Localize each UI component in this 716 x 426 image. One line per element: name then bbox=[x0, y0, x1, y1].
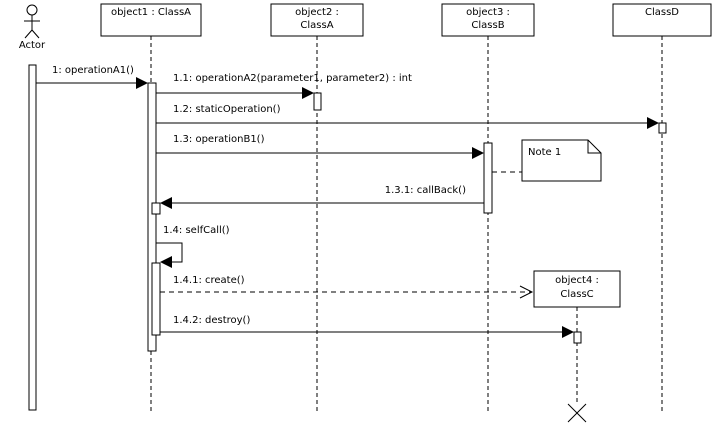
message-1-4-1-arrowhead bbox=[519, 285, 534, 299]
message-1-1-arrowhead bbox=[302, 87, 314, 99]
object1-activation-selfcall bbox=[151, 262, 161, 336]
message-1-1-label: 1.1: operationA2(parameter1, parameter2)… bbox=[173, 73, 412, 84]
message-1-2-label: 1.2: staticOperation() bbox=[173, 104, 281, 115]
message-1-3-1-label: 1.3.1: callBack() bbox=[385, 185, 466, 196]
message-1-3-1-arrowhead bbox=[160, 197, 172, 209]
object4-activation bbox=[573, 331, 582, 344]
object4-destroy-icon bbox=[567, 403, 587, 423]
lifeline-object2-box[interactable] bbox=[270, 3, 364, 37]
message-1-4-2-label: 1.4.2: destroy() bbox=[173, 315, 250, 326]
object1-activation-callback bbox=[151, 202, 161, 215]
object2-activation bbox=[313, 92, 322, 111]
lifeline-object3-label-line1: object3 : bbox=[466, 7, 510, 18]
actor-activation bbox=[28, 64, 37, 411]
lifeline-object1-label: object1 : ClassA bbox=[111, 7, 191, 18]
lifeline-object1-box[interactable] bbox=[100, 3, 202, 37]
message-1-arrowhead bbox=[136, 77, 148, 89]
message-1-2-arrowhead bbox=[647, 117, 659, 129]
message-1-4-line bbox=[156, 242, 183, 263]
message-1-4-arrowhead bbox=[160, 256, 172, 268]
note-1[interactable] bbox=[521, 139, 602, 182]
object3-activation bbox=[483, 142, 493, 214]
lifeline-object4-label-line1: object4 : bbox=[555, 275, 599, 286]
message-1-3-label: 1.3: operationB1() bbox=[173, 134, 265, 145]
message-1-4-2-arrowhead bbox=[562, 326, 574, 338]
lifeline-classD-label: ClassD bbox=[645, 7, 679, 18]
lifeline-object4-box[interactable] bbox=[533, 270, 621, 308]
classD-activation bbox=[658, 122, 667, 134]
lifeline-object3-label-line2: ClassB bbox=[471, 20, 504, 31]
message-1-3-arrowhead bbox=[472, 147, 484, 159]
object1-activation-main bbox=[147, 82, 157, 352]
actor-label: Actor bbox=[19, 40, 46, 51]
message-1-4-1-label: 1.4.1: create() bbox=[173, 275, 245, 286]
lifeline-classD-box[interactable] bbox=[612, 3, 712, 37]
lifeline-object2-label-line1: object2 : bbox=[295, 7, 339, 18]
lifeline-object4-label-line2: ClassC bbox=[560, 289, 593, 300]
lifeline-object2-label-line2: ClassA bbox=[300, 20, 333, 31]
message-1-4-label: 1.4: selfCall() bbox=[163, 225, 230, 236]
note-1-text: Note 1 bbox=[528, 147, 561, 158]
message-1-label: 1: operationA1() bbox=[52, 65, 134, 76]
lifeline-object3-box[interactable] bbox=[441, 3, 535, 37]
actor-figure[interactable] bbox=[24, 4, 40, 39]
